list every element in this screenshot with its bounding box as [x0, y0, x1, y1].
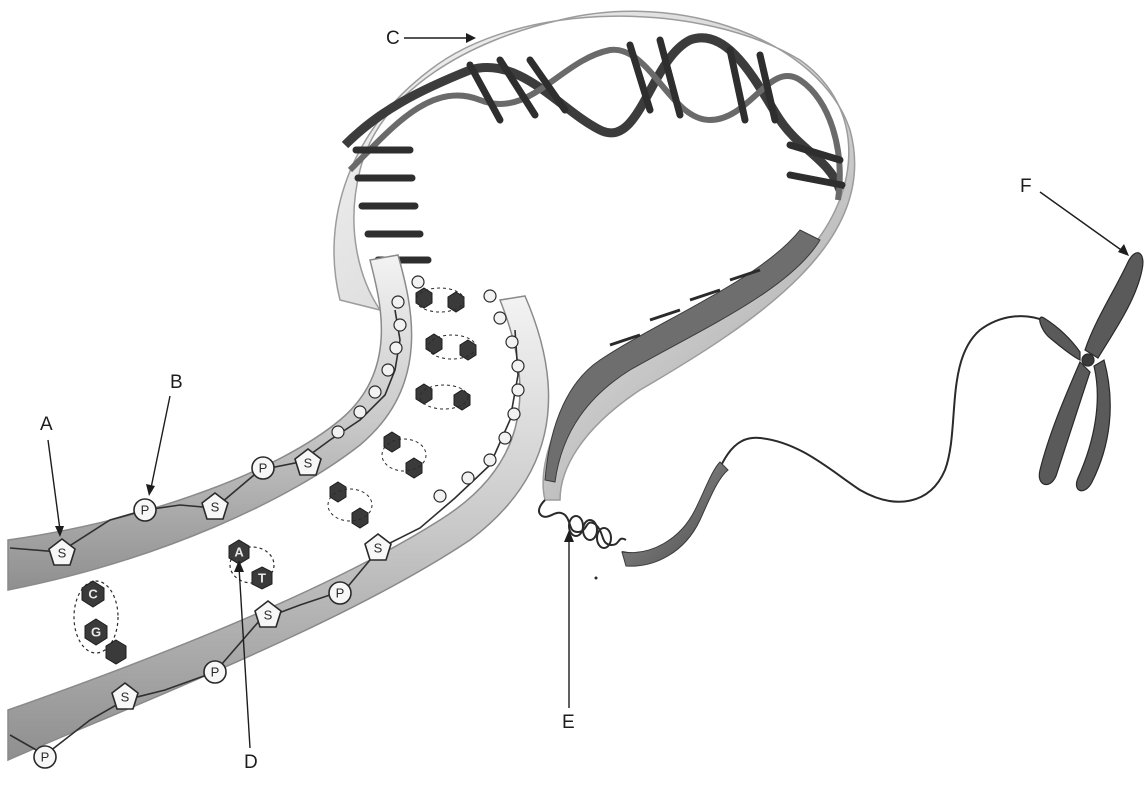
base-pair-at: A T: [229, 540, 274, 589]
label-e: E: [562, 712, 575, 733]
svg-text:G: G: [91, 625, 101, 640]
svg-text:S: S: [264, 608, 273, 623]
svg-text:P: P: [141, 503, 150, 518]
stray-dot: [595, 577, 598, 580]
svg-text:P: P: [259, 461, 268, 476]
base-g: G: [85, 619, 107, 645]
svg-text:P: P: [336, 586, 345, 601]
label-d: D: [244, 752, 258, 773]
phosphate-unit: P: [204, 661, 226, 683]
base-pair-gc: C G: [74, 581, 126, 664]
svg-text:P: P: [41, 750, 50, 765]
base-t: T: [252, 567, 272, 589]
label-c: C: [386, 28, 400, 49]
svg-text:S: S: [58, 546, 67, 561]
svg-text:A: A: [234, 545, 244, 560]
svg-text:S: S: [374, 541, 383, 556]
sugar-unit: S: [365, 534, 391, 560]
label-b: B: [170, 372, 183, 393]
svg-text:S: S: [304, 456, 313, 471]
phosphate-unit: P: [329, 582, 351, 604]
label-c-group: C: [386, 28, 476, 49]
chromosome: [1039, 253, 1143, 491]
phosphate-unit: P: [252, 457, 274, 479]
svg-text:P: P: [211, 665, 220, 680]
svg-text:C: C: [88, 587, 98, 602]
svg-text:S: S: [211, 500, 220, 515]
label-f-group: F: [1020, 176, 1129, 256]
phosphate-b: P: [134, 499, 156, 521]
dna-ladder: [8, 255, 549, 760]
label-a-group: A: [40, 414, 64, 537]
label-d-group: D: [234, 560, 258, 773]
label-f: F: [1020, 176, 1032, 197]
phosphate-unit: P: [34, 746, 56, 768]
svg-text:T: T: [258, 571, 266, 586]
label-b-group: B: [146, 372, 183, 496]
svg-text:S: S: [121, 690, 130, 705]
supercoiled-helix: [334, 11, 855, 500]
label-e-group: E: [562, 530, 575, 733]
label-a: A: [40, 414, 53, 435]
